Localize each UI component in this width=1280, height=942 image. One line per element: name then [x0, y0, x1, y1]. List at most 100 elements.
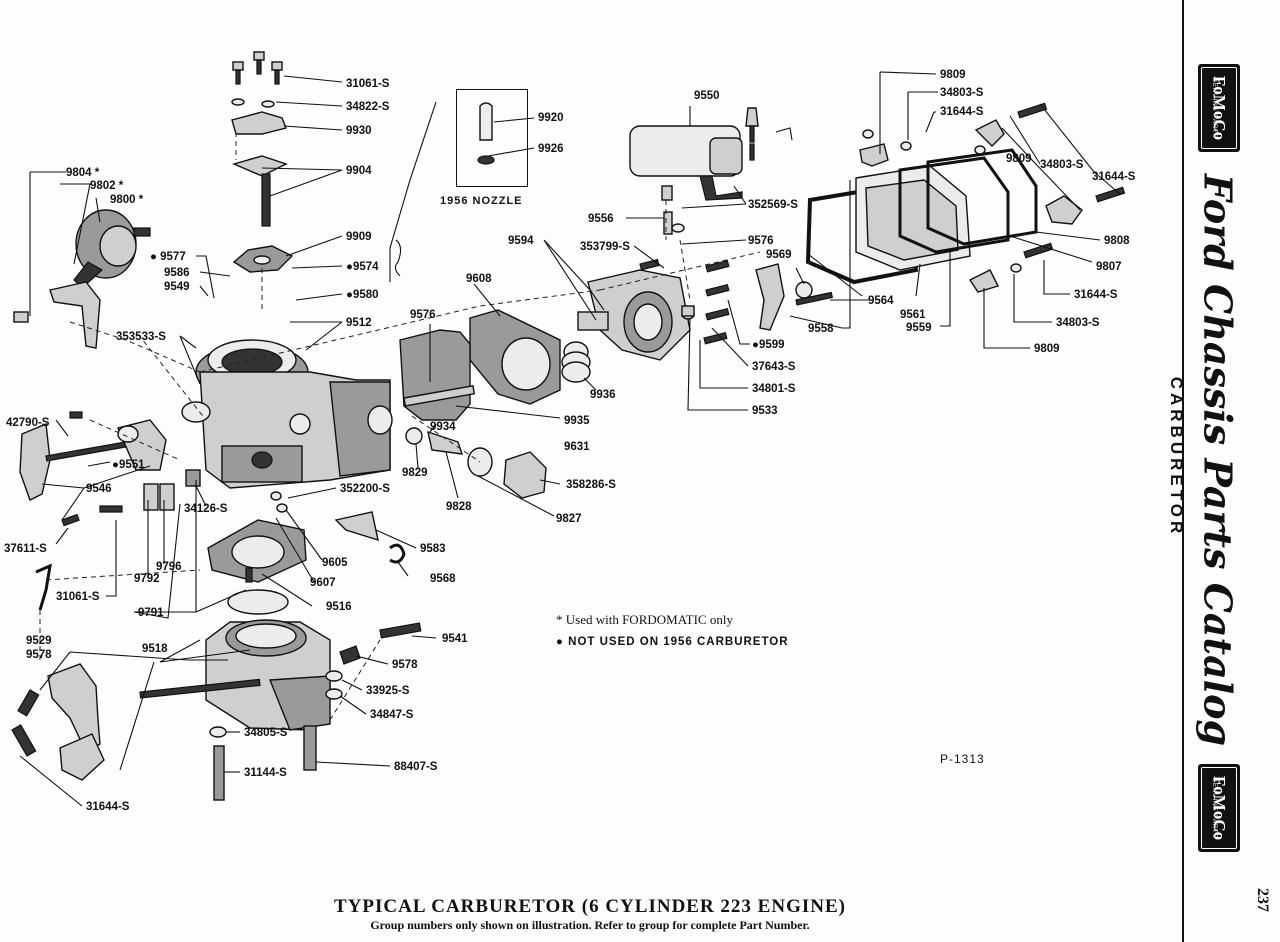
label-31061-top: 31061-S: [346, 78, 390, 90]
label-9631: 9631: [564, 441, 590, 453]
air-horn-cover-screws: [231, 51, 283, 108]
nozzle-1956: [477, 102, 495, 165]
page-subtitle: Group numbers only shown on illustration…: [370, 918, 810, 932]
label-31644-top: 31644-S: [940, 106, 984, 118]
label-9518: 9518: [142, 643, 168, 655]
label-9809-mid: 9809: [1006, 153, 1032, 165]
label-9608: 9608: [466, 273, 492, 285]
label-9807: 9807: [1096, 261, 1122, 273]
page-edge-rule: [1182, 0, 1184, 942]
label-9569: 9569: [766, 249, 792, 261]
exploded-carburetor-diagram: 31061-S 34822-S 9930 9904 9909 ●9574 ●95…: [4, 51, 1136, 813]
flange-gasket: [207, 519, 307, 615]
label-9533: 9533: [752, 405, 778, 417]
label-9829: 9829: [402, 467, 428, 479]
label-353799: 353799-S: [580, 241, 630, 253]
label-9607: 9607: [310, 577, 336, 589]
nozzle-1956-label: 1956 NOZZLE: [440, 195, 523, 207]
label-34803-top: 34803-S: [940, 87, 984, 99]
label-9578-right: 9578: [392, 659, 418, 671]
label-9559: 9559: [906, 322, 932, 334]
label-9586: 9586: [164, 267, 190, 279]
label-9935: 9935: [564, 415, 590, 427]
choke-lever: [755, 263, 833, 331]
label-9796: 9796: [156, 561, 182, 573]
label-9549: 9549: [164, 281, 190, 293]
idle-adjust-screws: [209, 622, 422, 801]
label-9516: 9516: [326, 601, 352, 613]
label-34801: 34801-S: [752, 383, 796, 395]
pump-spring: [561, 341, 591, 383]
label-9808: 9808: [1104, 235, 1130, 247]
label-9802: 9802 *: [90, 180, 124, 192]
bowl-cover-gaskets: [805, 148, 1038, 285]
label-9529: 9529: [26, 635, 52, 647]
label-9804: 9804 *: [66, 167, 100, 179]
throttle-flange-body: [139, 619, 331, 731]
label-9904: 9904: [346, 165, 372, 177]
label-9809-top: 9809: [940, 69, 966, 81]
part-number-labels: 31061-S 34822-S 9930 9904 9909 ●9574 ●95…: [4, 69, 1136, 813]
label-9800: 9800 *: [110, 194, 144, 206]
label-31644-mid: 31644-S: [1074, 289, 1118, 301]
label-9791: 9791: [138, 607, 164, 619]
catalog-script-text: Ford Chassis Parts Catalog: [1195, 173, 1241, 747]
label-9568: 9568: [430, 573, 456, 585]
label-9556: 9556: [588, 213, 614, 225]
label-9594: 9594: [508, 235, 534, 247]
label-9936: 9936: [590, 389, 616, 401]
inlet-needle-seat: [745, 107, 793, 161]
label-9827: 9827: [556, 513, 582, 525]
label-9934: 9934: [430, 421, 456, 433]
throttle-lever-lower: [11, 563, 105, 781]
label-352200: 352200-S: [340, 483, 390, 495]
label-34822: 34822-S: [346, 101, 390, 113]
label-34126: 34126-S: [184, 503, 228, 515]
label-9926: 9926: [538, 143, 564, 155]
section-heading: CARBURETOR: [1166, 372, 1186, 542]
label-9512: 9512: [346, 317, 372, 329]
bowl-screws: [639, 258, 730, 345]
label-37611: 37611-S: [4, 543, 47, 555]
float-assembly: [629, 125, 743, 235]
label-9809-low: 9809: [1034, 343, 1060, 355]
label-9574: ●9574: [346, 261, 379, 273]
pump-plunger-assembly: [231, 155, 294, 273]
label-9792: 9792: [134, 573, 160, 585]
label-9550: 9550: [694, 90, 720, 102]
label-9930: 9930: [346, 125, 372, 137]
label-34803-mid: 34803-S: [1040, 159, 1084, 171]
section-heading-text: CARBURETOR: [1167, 376, 1186, 538]
label-9551: ●9551: [112, 459, 145, 471]
nozzle-1956-inset-box: [456, 89, 528, 187]
fuel-bowl-body: [577, 269, 695, 361]
label-9577: ● 9577: [150, 251, 186, 263]
label-42790: 42790-S: [6, 417, 50, 429]
label-33925: 33925-S: [366, 685, 410, 697]
main-body: [181, 339, 393, 489]
label-9541: 9541: [442, 633, 468, 645]
label-34847: 34847-S: [370, 709, 414, 721]
label-31144: 31144-S: [244, 767, 287, 779]
label-9576-top: 9576: [748, 235, 774, 247]
legend-fordomatic: * Used with FORDOMATIC only: [556, 612, 733, 627]
label-31061-low: 31061-S: [56, 591, 100, 603]
label-37643: 37643-S: [752, 361, 796, 373]
label-9909: 9909: [346, 231, 372, 243]
label-9599: ●9599: [752, 339, 785, 351]
catalog-script-title: Ford Chassis Parts Catalog: [1190, 174, 1246, 746]
page-title: TYPICAL CARBURETOR (6 CYLINDER 223 ENGIN…: [334, 896, 846, 917]
label-352569: 352569-S: [748, 199, 798, 211]
fast-idle-parts: [270, 491, 406, 564]
fomoco-logo-top-sub: GENUINE PARTS: [1211, 77, 1217, 139]
label-9558: 9558: [808, 323, 834, 335]
label-34805: 34805-S: [244, 727, 288, 739]
label-9583: 9583: [420, 543, 446, 555]
plate-code: P-1313: [940, 752, 985, 766]
fomoco-logo-bottom: FoMoCo GENUINE PARTS: [1198, 764, 1240, 852]
label-88407: 88407-S: [394, 761, 438, 773]
label-34803-low: 34803-S: [1056, 317, 1100, 329]
label-9828: 9828: [446, 501, 472, 513]
vacuum-diaphragm-assembly: [13, 209, 151, 349]
label-9605: 9605: [322, 557, 348, 569]
